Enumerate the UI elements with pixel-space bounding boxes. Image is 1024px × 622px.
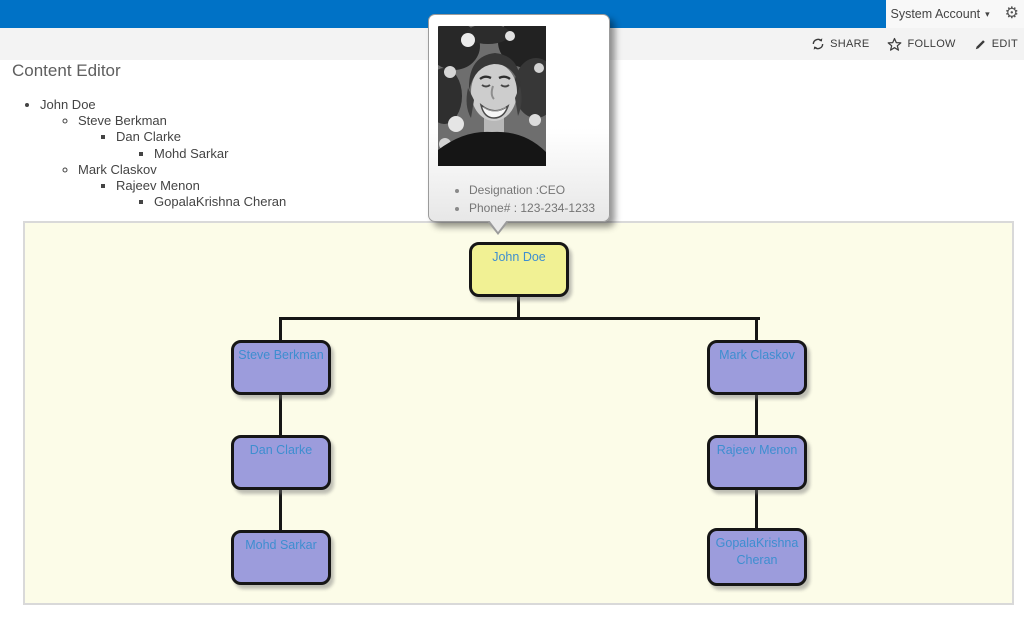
suite-bar-right: System Account ▾ ⚙ xyxy=(891,0,1020,28)
profile-details: Designation :CEO Phone# : 123-234-1233 xyxy=(455,181,595,217)
connector-line xyxy=(279,317,282,342)
org-outline: John Doe Steve Berkman Dan Clarke Mohd S… xyxy=(12,97,286,210)
share-icon xyxy=(811,37,825,51)
chevron-down-icon: ▾ xyxy=(985,8,990,19)
org-node[interactable]: Dan Clarke xyxy=(231,435,331,490)
share-button[interactable]: SHARE xyxy=(811,37,869,51)
outline-item: Dan Clarke Mohd Sarkar xyxy=(116,129,286,161)
connector-line xyxy=(279,395,282,437)
star-icon xyxy=(887,37,902,52)
connector-line xyxy=(755,317,758,342)
follow-label: FOLLOW xyxy=(907,38,956,50)
edit-button[interactable]: EDIT xyxy=(974,38,1018,51)
connector-line xyxy=(279,490,282,532)
follow-button[interactable]: FOLLOW xyxy=(887,37,955,52)
outline-item: Steve Berkman Dan Clarke Mohd Sarkar xyxy=(78,113,286,162)
system-account-menu[interactable]: System Account ▾ xyxy=(891,7,990,21)
system-account-label: System Account xyxy=(890,7,981,21)
pencil-icon xyxy=(974,38,987,51)
org-node[interactable]: GopalaKrishna Cheran xyxy=(707,528,807,586)
org-node-root[interactable]: John Doe xyxy=(469,242,569,297)
outline-item: John Doe Steve Berkman Dan Clarke Mohd S… xyxy=(40,97,286,210)
phone-detail: Phone# : 123-234-1233 xyxy=(469,199,595,217)
edit-label: EDIT xyxy=(991,38,1018,50)
portrait-photo xyxy=(438,26,546,166)
org-chart-canvas: John Doe Steve Berkman Mark Claskov Dan … xyxy=(23,221,1014,605)
connector-line xyxy=(755,395,758,437)
outline-item: GopalaKrishna Cheran xyxy=(154,194,286,210)
designation-detail: Designation :CEO xyxy=(469,181,595,199)
org-node[interactable]: Mark Claskov xyxy=(707,340,807,395)
org-node[interactable]: Rajeev Menon xyxy=(707,435,807,490)
outline-item: Rajeev Menon GopalaKrishna Cheran xyxy=(116,178,286,210)
outline-item: Mohd Sarkar xyxy=(154,146,286,162)
page-title: Content Editor xyxy=(12,61,121,80)
org-node[interactable]: Mohd Sarkar xyxy=(231,530,331,585)
share-label: SHARE xyxy=(830,38,870,50)
profile-tooltip: Designation :CEO Phone# : 123-234-1233 xyxy=(428,14,610,235)
outline-item: Mark Claskov Rajeev Menon GopalaKrishna … xyxy=(78,162,286,211)
org-node[interactable]: Steve Berkman xyxy=(231,340,331,395)
connector-line xyxy=(755,490,758,530)
tooltip-arrow xyxy=(489,220,507,232)
connector-line xyxy=(517,297,520,319)
connector-line xyxy=(279,317,760,320)
settings-gear-icon[interactable]: ⚙ xyxy=(1004,5,1019,22)
